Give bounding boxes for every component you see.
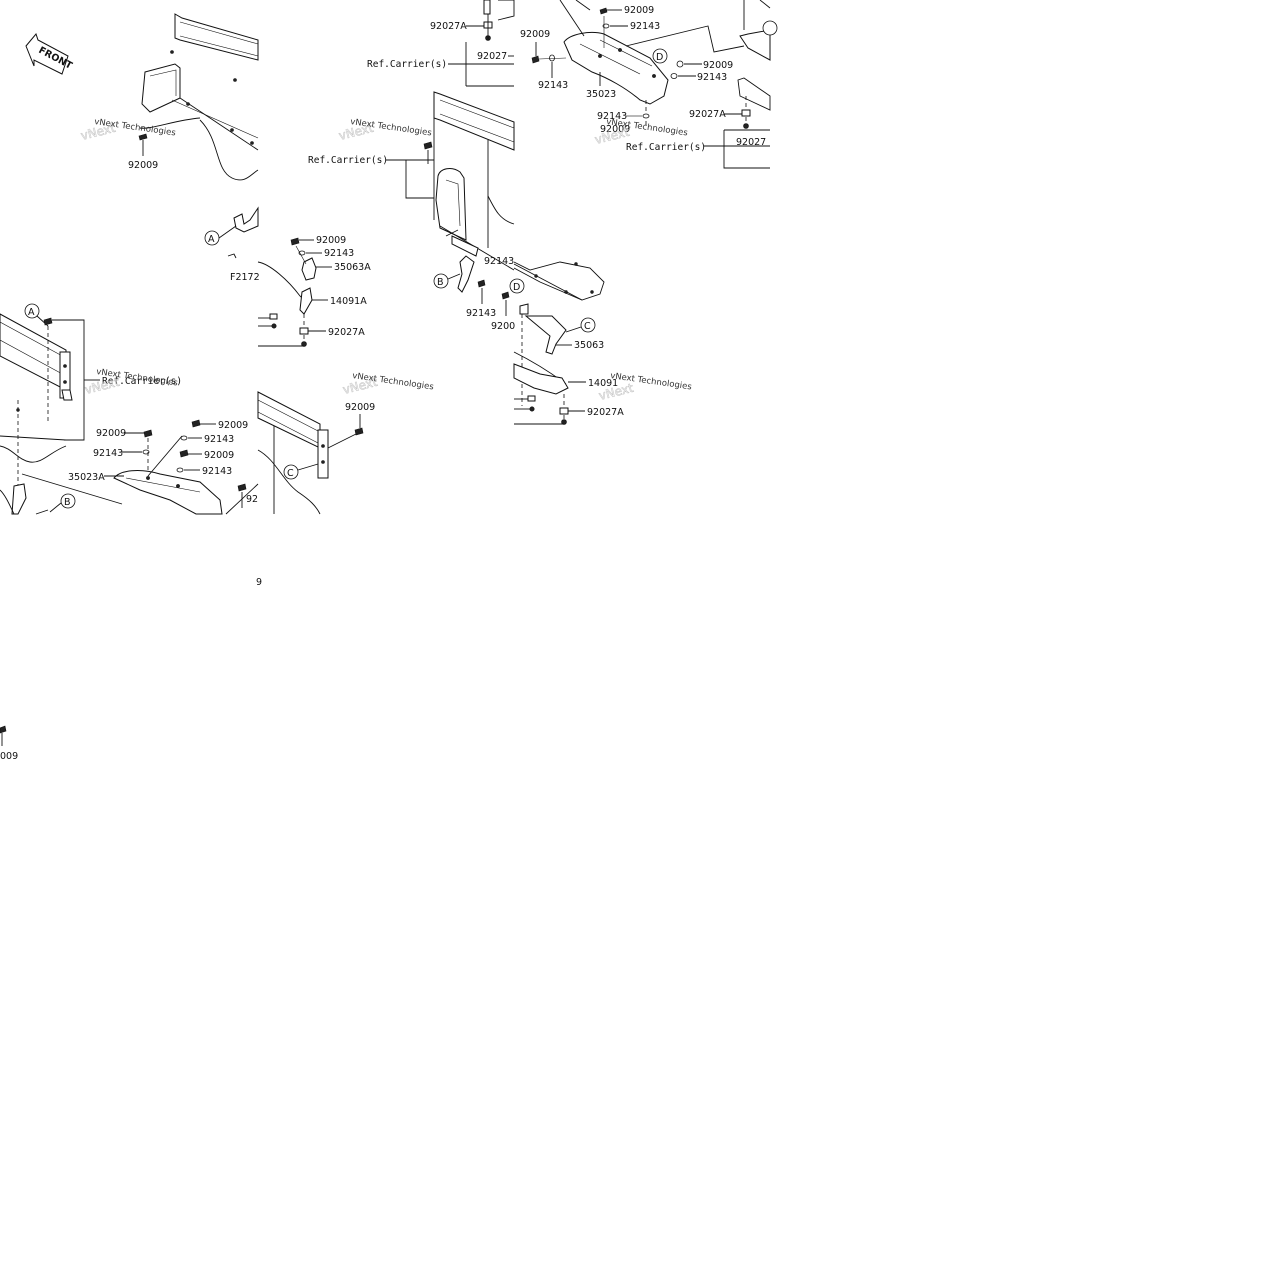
label-35023: 35023 [586,89,616,100]
label-35063: 35063 [574,340,604,351]
label-92143: 92143 [630,21,660,32]
label-ref-carrier-3: Ref.Carrier(s) [626,142,706,153]
label-ref-carrier-1: Ref.Carrier(s) [367,59,447,70]
stray-fragments: 9 009 [0,577,262,762]
label-92027: 92027 [477,51,507,62]
panel-top-middle: 92027A 92027 Ref.Carrier(s) Ref.Carrier(… [308,0,515,271]
callout-d: D [513,282,520,293]
label-92009: 92009 [316,235,346,246]
callout-c: C [287,468,294,479]
front-direction-badge: FRONT [25,32,74,75]
callout-a: A [28,307,35,318]
label-92009: 92009 [703,60,733,71]
label-14091a: 14091A [330,296,367,307]
panel-mid-right: B 92143 9200 D C 35063 14091 92027A [433,255,693,425]
panel-lower-left: A Ref.Carrier(s) vNext vNext Technologie… [0,303,259,515]
label-92009: 92009 [624,5,654,16]
label-fragment-9200: 9200 [491,321,515,332]
panel-mid-left-fragment: A F2172 [204,206,260,283]
label-92009: 92009 [345,402,375,413]
label-14091: 14091 [588,378,618,389]
label-92009: 92009 [600,124,630,135]
panel-top-left: FRONT 92009 vNext vNext Technologies [25,13,259,181]
label-92027: 92027 [736,137,766,148]
label-35063a: 35063A [334,262,371,273]
label-92009: 92009 [218,420,248,431]
label-92143: 92143 [466,308,496,319]
label-92009: 92009 [204,450,234,461]
label-92143: 92143 [324,248,354,259]
label-92027a: 92027A [689,109,726,120]
label-92143: 92143 [538,80,568,91]
label-35023a: 35023A [68,472,105,483]
label-92143: 92143 [202,466,232,477]
label-92143: 92143 [93,448,123,459]
label-ref-carrier-4: Ref.Carrier(s) [102,376,182,387]
label-92143: 92143 [697,72,727,83]
label-92143: 92143 [484,256,514,267]
callout-d: D [656,52,663,63]
label-fragment-9: 9 [256,577,262,588]
label-fragment-92: 92 [246,494,258,505]
label-92009: 92009 [520,29,550,40]
callout-a: A [208,234,215,245]
label-92027a: 92027A [430,21,467,32]
panel-top-right: 92009 92143 92009 92143 35023 D 92009 92… [520,0,778,169]
callout-b: B [437,277,444,288]
label-92143: 92143 [204,434,234,445]
label-92009: 92009 [96,428,126,439]
label-fragment-009: 009 [0,751,18,762]
panel-middle-bracket: 92009 92143 35063A 14091A 92027A [257,235,371,347]
label-ref-carrier-2: Ref.Carrier(s) [308,155,388,166]
label-f2172: F2172 [230,272,260,283]
label-92027a: 92027A [587,407,624,418]
label-92143: 92143 [597,111,627,122]
label-92009: 92009 [128,160,158,171]
callout-b: B [64,497,71,508]
callout-c: C [584,321,591,332]
panel-lower-middle: C 92009 vNext vNext Technologies [257,371,435,515]
label-92027a: 92027A [328,327,365,338]
